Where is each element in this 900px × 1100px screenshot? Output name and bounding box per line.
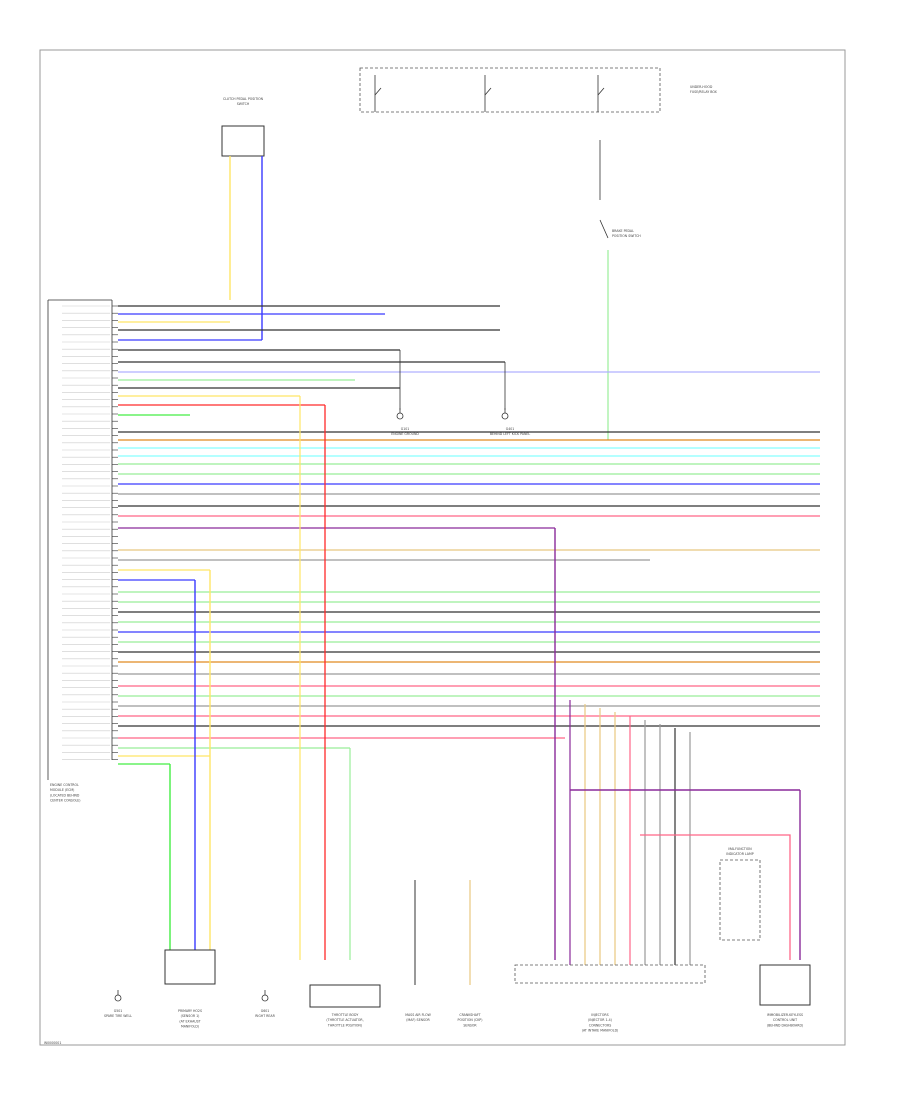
- footer-code: W0000001: [44, 1041, 61, 1045]
- g601-ground: [261, 994, 269, 1002]
- g601-label-line: G601: [261, 1009, 270, 1013]
- g101-label-line: G101: [401, 427, 410, 431]
- ecm-label-line: (LOCATED BEHIND: [50, 793, 80, 797]
- ckp-label-line: CRANKSHAFT: [459, 1013, 480, 1017]
- injector-connector-row: [514, 964, 706, 984]
- throttle-label-line: (THROTTLE ACTUATOR,: [326, 1018, 363, 1022]
- g401-label-line: BEHIND LEFT KICK PANEL: [490, 432, 531, 436]
- immobilizer-unit: [759, 964, 811, 1006]
- ckp-label-line: SENSOR: [463, 1023, 477, 1027]
- throttle-label-line: THROTTLE BODY: [331, 1013, 359, 1017]
- fuse-c-switch: [597, 87, 605, 96]
- fuse-label-line: FUSE/RELAY BOX: [690, 90, 718, 94]
- primary-o2-label-line: (AT EXHAUST: [179, 1019, 200, 1023]
- brake-switch-contact: [599, 219, 609, 239]
- injector-label-line: INJECTORS: [591, 1013, 608, 1017]
- primary-o2-sensor: [164, 949, 216, 985]
- g101-label-line: ENGINE GROUND: [391, 432, 419, 436]
- mil-label-line: MALFUNCTION: [728, 847, 752, 851]
- injector-label-line: (AT INTAKE MANIFOLD): [582, 1029, 619, 1033]
- mil-relay: [719, 859, 761, 941]
- ecm-label-line: CENTER CONSOLE): [50, 799, 81, 803]
- diagram-frame: [39, 49, 846, 1046]
- ckp-label-line: POSITION (CKP): [458, 1018, 483, 1022]
- fuse-label-line: UNDER-HOOD: [690, 85, 713, 89]
- injector-label-line: CONNECTORS: [589, 1023, 611, 1027]
- mil-label-line: INDICATOR LAMP: [726, 852, 753, 856]
- ecm-label-line: ENGINE CONTROL: [50, 783, 79, 787]
- g401-label-line: G401: [506, 427, 515, 431]
- immobilizer-label-line: (BEHIND DASHBOARD): [767, 1023, 803, 1027]
- g101-ground: [396, 412, 404, 420]
- clutch-switch-label-line: CLUTCH PEDAL POSITION: [223, 97, 264, 101]
- ecm-label-line: MODULE (ECM): [50, 788, 74, 792]
- immobilizer-label-line: IMMOBILIZER-KEYLESS: [767, 1013, 803, 1017]
- fuse-b-switch: [484, 87, 492, 96]
- wire-pink-immobilizer: [640, 834, 791, 960]
- brake-switch-label-line: BRAKE PEDAL: [612, 229, 634, 233]
- g601-label-line: RIGHT REAR: [255, 1014, 275, 1018]
- maf-label-line: (MAF) SENSOR: [406, 1018, 430, 1022]
- primary-o2-label-line: PRIMARY HO2S: [178, 1009, 202, 1013]
- immobilizer-label-line: CONTROL UNIT: [773, 1018, 797, 1022]
- fuse-relay-box: [359, 67, 661, 113]
- clutch-switch: [221, 125, 265, 157]
- g501-ground: [114, 994, 122, 1002]
- g501-label-line: G501: [114, 1009, 123, 1013]
- clutch-switch-label-line: SWITCH: [237, 102, 250, 106]
- g501-label-line: SPARE TIRE WELL: [104, 1014, 132, 1018]
- primary-o2-label-line: MANIFOLD): [181, 1025, 199, 1029]
- g401-ground: [501, 412, 509, 420]
- fuse-a-switch: [374, 87, 382, 96]
- injector-label-line: (INJECTOR 1-4): [588, 1018, 612, 1022]
- maf-label-line: MASS AIR FLOW: [405, 1013, 431, 1017]
- brake-switch-label-line: POSITION SWITCH: [612, 234, 641, 238]
- throttle-label-line: THROTTLE POSITION): [327, 1023, 362, 1027]
- primary-o2-label-line: (SENSOR 1): [181, 1014, 200, 1018]
- throttle-body: [309, 984, 381, 1008]
